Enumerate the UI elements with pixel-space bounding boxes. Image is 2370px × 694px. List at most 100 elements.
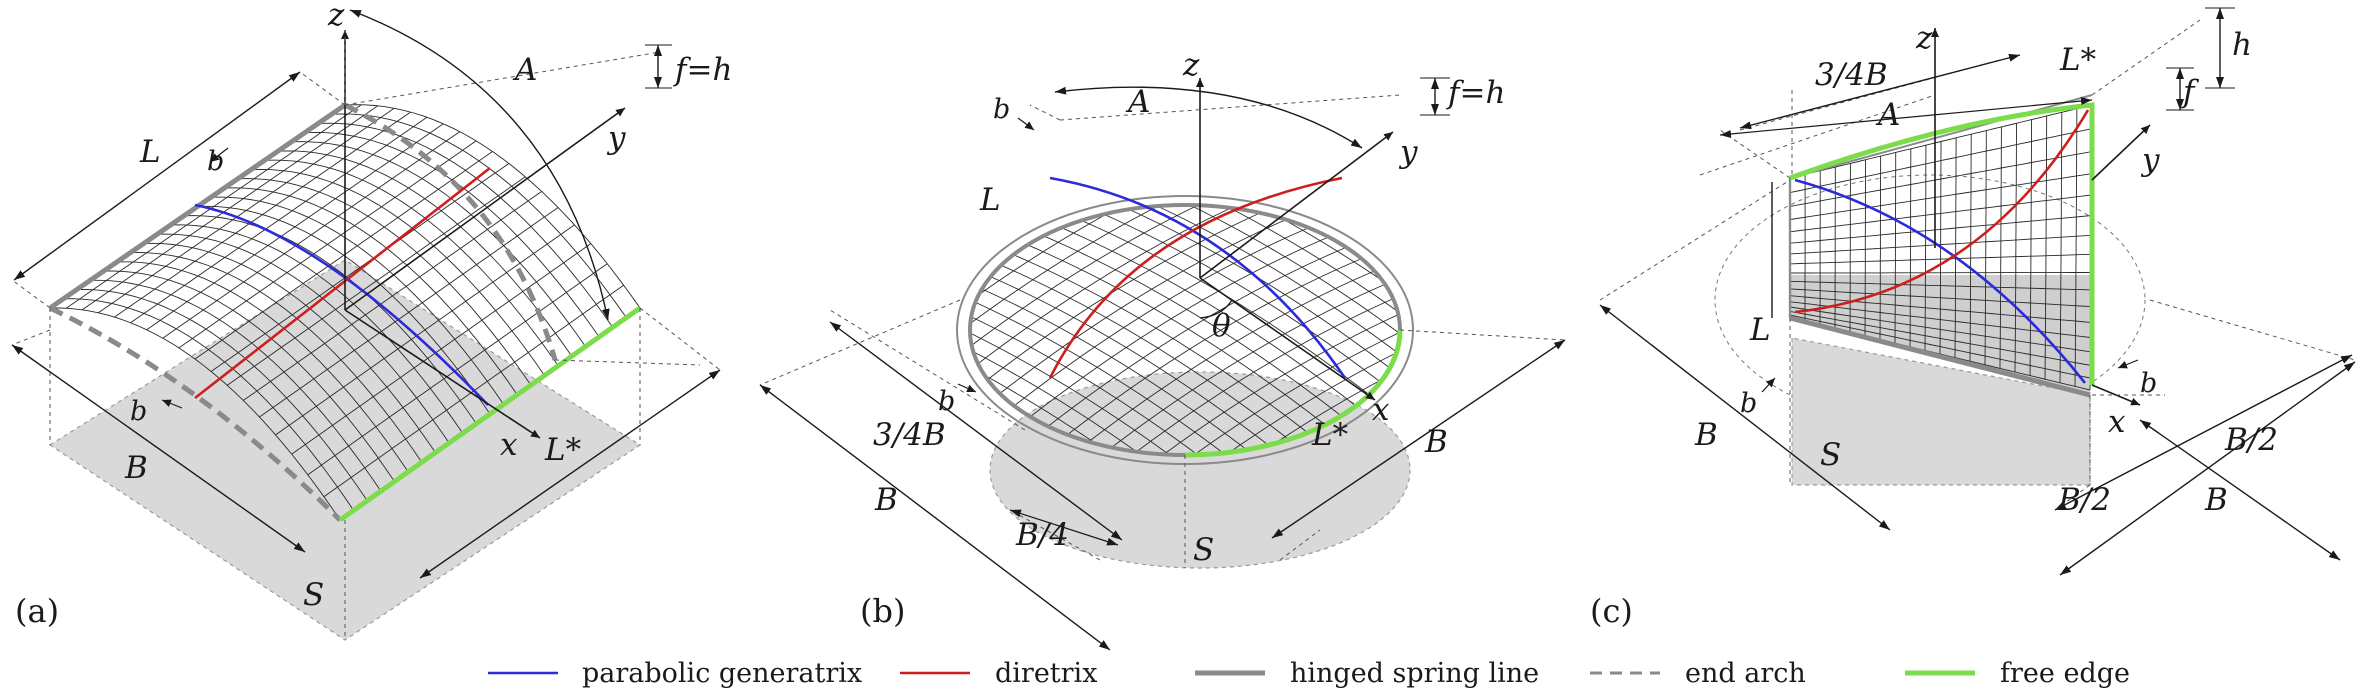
- label-theta-b: θ: [1212, 308, 1231, 344]
- label-B2b-c: B/2: [2057, 482, 2111, 518]
- legend-item-generatrix: parabolic generatrix: [488, 658, 862, 689]
- dim-A-a: [349, 9, 610, 321]
- mesh-line: [1064, 205, 1400, 408]
- legend-label-generatrix: parabolic generatrix: [582, 658, 862, 689]
- dim-B-left-c: [1599, 304, 1891, 531]
- mesh-line: [970, 205, 1400, 455]
- panel-a: z A f=h L b y b x L* B S (a): [11, 0, 732, 641]
- mesh-line: [76, 289, 368, 501]
- mesh-line: [2029, 119, 2033, 376]
- label-B-right-c: B: [2204, 482, 2228, 518]
- legend-item-end-arch: end arch: [1590, 658, 1806, 689]
- y-axis-a: [344, 107, 626, 311]
- label-x-a: x: [500, 427, 518, 463]
- label-A-c: A: [1875, 97, 1900, 133]
- theta-arc-b: [1199, 299, 1233, 319]
- label-L-c: L: [1749, 312, 1771, 348]
- mesh-line: [970, 205, 1400, 455]
- panel-tag-a: (a): [15, 592, 59, 630]
- mesh-line: [984, 205, 1400, 453]
- label-b2-c: b: [2140, 368, 2157, 399]
- label-y-b: y: [1398, 134, 1418, 170]
- label-B-right-b: B: [1424, 424, 1448, 460]
- dim-A-c: [1719, 97, 2093, 138]
- mesh-line: [1879, 156, 1882, 340]
- dim-B2b-c: [2139, 419, 2341, 561]
- label-h-c: h: [2232, 27, 2252, 63]
- mesh-line: [970, 213, 1400, 455]
- mesh-line: [970, 205, 1400, 455]
- mesh-line: [1048, 205, 1400, 417]
- dim-B-right-b: [1271, 339, 1566, 539]
- mesh-line: [1864, 159, 1866, 336]
- panel-tag-b: (b): [860, 592, 905, 630]
- label-b2-b: b: [938, 386, 955, 417]
- dim-b1-a: [209, 147, 229, 163]
- mesh-line: [1909, 148, 1912, 347]
- mesh-line: [970, 205, 1400, 455]
- label-b1-c: b: [1740, 388, 1757, 419]
- label-f-c: f: [2181, 74, 2200, 110]
- mesh-line: [1939, 141, 1942, 354]
- dim-L-a: [13, 71, 301, 281]
- dim-A-b: [1054, 86, 1363, 149]
- dim-B-right-c: [2059, 361, 2356, 576]
- label-A-a: A: [512, 52, 537, 88]
- label-z-a: z: [327, 0, 345, 33]
- panel-tag-c: (c): [1590, 592, 1633, 630]
- label-L-b: L: [979, 182, 1001, 218]
- dim-B-left-b: [759, 384, 1111, 651]
- label-B-a: B: [124, 450, 148, 486]
- legend-item-directrix: diretrix: [900, 658, 1097, 689]
- label-fh-a: f=h: [673, 52, 732, 88]
- label-L-a: L: [139, 134, 161, 170]
- mesh-line: [970, 205, 1400, 455]
- label-Lstar-c: L*: [2059, 42, 2096, 78]
- dim-b1-b: [1017, 117, 1035, 131]
- legend: parabolic generatrix diretrix hinged spr…: [488, 658, 2130, 689]
- mesh-line: [2074, 108, 2078, 387]
- dim-b2-a: [161, 399, 183, 409]
- legend-item-free-edge: free edge: [1905, 658, 2130, 689]
- y-axis-b: [1199, 131, 1394, 279]
- mesh-line: [1954, 137, 1957, 358]
- mesh-line: [2014, 123, 2017, 372]
- dim-B4-b: [1009, 509, 1119, 546]
- label-b1-b: b: [993, 94, 1010, 125]
- generatrix-b: [1049, 176, 1347, 379]
- directrix-c: [1794, 109, 2090, 314]
- mesh-line: [970, 205, 1389, 455]
- mesh-line: [970, 205, 1400, 455]
- generatrix-c: [1794, 178, 2087, 384]
- label-S-a: S: [303, 577, 324, 613]
- label-B34-c: 3/4B: [1815, 57, 1888, 93]
- label-b1-a: b: [207, 146, 224, 177]
- label-B-left-b: B: [874, 482, 898, 518]
- legend-label-directrix: diretrix: [995, 658, 1097, 689]
- label-B4-b: B/4: [1015, 517, 1069, 553]
- mesh-line: [1999, 126, 2002, 369]
- label-x-c: x: [2108, 404, 2126, 440]
- mesh-line: [90, 279, 382, 492]
- mesh-line: [970, 205, 1400, 455]
- label-b2-a: b: [130, 396, 147, 427]
- label-A-b: A: [1125, 84, 1150, 120]
- plan-ellipse-c: [1714, 174, 2146, 426]
- label-S-c: S: [1820, 437, 1841, 473]
- label-fh-b: f=h: [1446, 75, 1505, 111]
- label-B-left-c: B: [1694, 417, 1718, 453]
- label-B34-b: 3/4B: [873, 417, 946, 453]
- mesh-line: [1984, 130, 1987, 365]
- dim-B-a: [11, 344, 306, 553]
- dim-b2-c: [2117, 359, 2139, 369]
- mesh-line: [1894, 152, 1897, 344]
- label-Lstar-a: L*: [544, 432, 581, 468]
- legend-label-spring-line: hinged spring line: [1290, 658, 1539, 689]
- legend-item-spring-line: hinged spring line: [1195, 658, 1539, 689]
- label-z-b: z: [1182, 47, 1200, 83]
- legend-label-free-edge: free edge: [2000, 658, 2130, 689]
- mesh-line: [2044, 115, 2048, 380]
- panel-c: z h 3/4B L* f A y L b b x B S B/2 B/2 B …: [1590, 7, 2356, 630]
- mesh-line: [970, 205, 1400, 455]
